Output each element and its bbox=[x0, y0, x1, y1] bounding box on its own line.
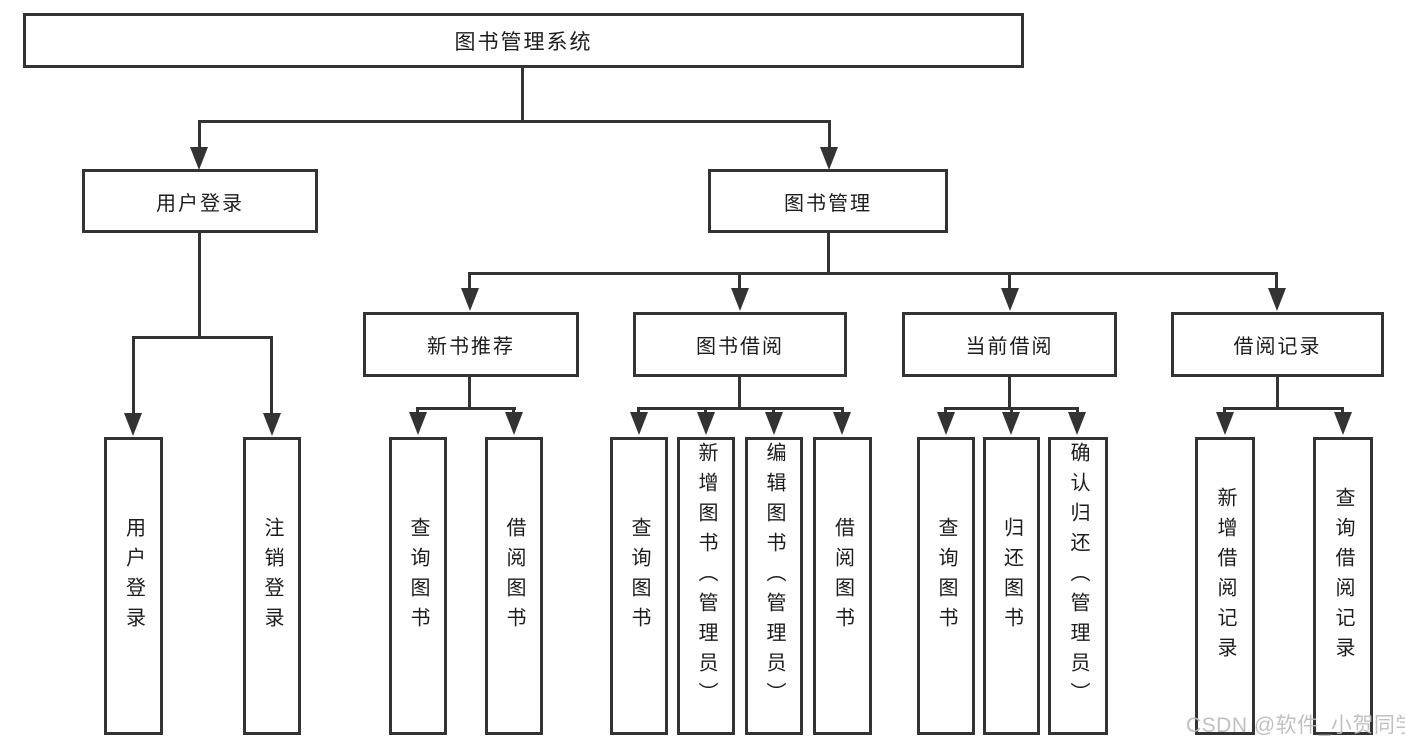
connector-stem-borrow-records bbox=[1275, 272, 1278, 290]
node-new-book-recommend: 新书推荐 bbox=[363, 312, 579, 377]
connector-stem-book-management bbox=[828, 120, 831, 150]
connector-book-borrow-rail bbox=[637, 407, 844, 410]
node-label: 当前借阅 bbox=[965, 336, 1054, 358]
connector-stem-leaf bbox=[841, 407, 844, 415]
arrowhead-down bbox=[765, 412, 783, 435]
arrowhead-down bbox=[263, 413, 281, 436]
csdn-watermark: CSDN @软件_小贺同学 bbox=[1186, 714, 1405, 737]
connector-level3-rail bbox=[468, 272, 1278, 275]
connector-book-borrow-stem bbox=[738, 377, 741, 407]
connector-stem-new-book bbox=[468, 272, 471, 290]
node-user-login: 用户登录 bbox=[82, 169, 318, 233]
leaf-query-books-current: 查询图书 bbox=[917, 437, 975, 735]
arrowhead-down bbox=[124, 413, 142, 436]
connector-borrow-records-rail bbox=[1223, 407, 1344, 410]
arrowhead-down bbox=[461, 288, 479, 311]
connector-user-login-rail bbox=[132, 336, 273, 339]
node-library-management-system: 图书管理系统 bbox=[23, 13, 1024, 68]
leaf-query-borrow-record: 查询借阅记录 bbox=[1313, 437, 1373, 735]
arrowhead-down bbox=[190, 147, 208, 170]
arrowhead-down bbox=[1216, 412, 1234, 435]
connector-stem-user-login bbox=[198, 120, 201, 150]
connector-stem-leaf bbox=[512, 407, 515, 415]
leaf-label: 新增图书（管理员） bbox=[695, 442, 717, 712]
arrowhead-down bbox=[1002, 412, 1020, 435]
arrowhead-down bbox=[820, 147, 838, 170]
connector-borrow-records-stem bbox=[1276, 377, 1279, 407]
arrowhead-down bbox=[833, 412, 851, 435]
node-label: 图书借阅 bbox=[696, 336, 784, 358]
arrowhead-down bbox=[630, 412, 648, 435]
leaf-user-login: 用户登录 bbox=[104, 437, 163, 735]
connector-stem-leaf bbox=[1076, 407, 1079, 415]
connector-stem-leaf bbox=[416, 407, 419, 415]
leaf-add-borrow-record: 新增借阅记录 bbox=[1195, 437, 1255, 735]
leaf-label: 查询图书 bbox=[628, 517, 650, 637]
leaf-label: 借阅图书 bbox=[831, 517, 854, 637]
leaf-label: 借阅图书 bbox=[503, 517, 525, 637]
connector-stem-current-borrow bbox=[1008, 272, 1011, 290]
leaf-label: 新增借阅记录 bbox=[1214, 487, 1236, 667]
node-label: 图书管理系统 bbox=[454, 30, 593, 54]
node-book-management: 图书管理 bbox=[708, 169, 948, 233]
leaf-edit-book-admin: 编辑图书（管理员） bbox=[745, 437, 803, 735]
arrowhead-down bbox=[409, 412, 427, 435]
connector-current-borrow-stem bbox=[1008, 377, 1011, 407]
connector-new-book-stem bbox=[468, 377, 471, 407]
arrowhead-down bbox=[697, 412, 715, 435]
node-label: 用户登录 bbox=[156, 192, 244, 215]
connector-level1-rail bbox=[198, 120, 831, 123]
arrowhead-down bbox=[1001, 288, 1019, 311]
node-label: 图书管理 bbox=[784, 192, 872, 215]
connector-root-stem bbox=[521, 68, 524, 120]
arrowhead-down bbox=[1268, 288, 1286, 311]
leaf-confirm-return-admin: 确认归还（管理员） bbox=[1048, 437, 1108, 735]
connector-stem-leaf bbox=[1010, 407, 1013, 415]
arrowhead-down bbox=[1334, 412, 1352, 435]
arrowhead-down bbox=[505, 412, 523, 435]
leaf-return-book: 归还图书 bbox=[983, 437, 1040, 735]
connector-stem-leaf bbox=[772, 407, 775, 415]
node-book-borrow: 图书借阅 bbox=[633, 312, 847, 377]
leaf-query-books-borrow: 查询图书 bbox=[610, 437, 668, 735]
leaf-label: 归还图书 bbox=[1000, 517, 1023, 637]
leaf-logout: 注销登录 bbox=[243, 437, 301, 735]
connector-stem-leaf bbox=[704, 407, 707, 415]
leaf-label: 查询借阅记录 bbox=[1332, 487, 1354, 667]
leaf-borrow-books: 借阅图书 bbox=[813, 437, 872, 735]
connector-stem-book-borrow bbox=[738, 272, 741, 290]
arrowhead-down bbox=[731, 288, 749, 311]
leaf-label: 查询图书 bbox=[407, 517, 429, 637]
leaf-label: 注销登录 bbox=[261, 517, 283, 637]
connector-new-book-rail bbox=[417, 407, 516, 410]
connector-stem-leaf bbox=[1223, 407, 1226, 415]
arrowhead-down bbox=[937, 412, 955, 435]
connector-book-management-stem bbox=[827, 233, 830, 272]
connector-stem-leaf bbox=[270, 336, 273, 415]
node-current-borrow: 当前借阅 bbox=[902, 312, 1117, 377]
leaf-label: 编辑图书（管理员） bbox=[763, 442, 785, 712]
node-borrow-records: 借阅记录 bbox=[1171, 312, 1384, 377]
leaf-label: 用户登录 bbox=[122, 517, 145, 637]
connector-user-login-stem bbox=[198, 233, 201, 336]
connector-stem-leaf bbox=[132, 336, 135, 415]
leaf-label: 确认归还（管理员） bbox=[1067, 442, 1089, 712]
connector-stem-leaf bbox=[637, 407, 640, 415]
node-label: 借阅记录 bbox=[1233, 336, 1322, 358]
leaf-label: 查询图书 bbox=[935, 517, 957, 637]
leaf-borrow-books-recommend: 借阅图书 bbox=[485, 437, 543, 735]
connector-stem-leaf bbox=[944, 407, 947, 415]
leaf-add-book-admin: 新增图书（管理员） bbox=[677, 437, 735, 735]
arrowhead-down bbox=[1068, 412, 1086, 435]
connector-stem-leaf bbox=[1341, 407, 1344, 415]
node-label: 新书推荐 bbox=[427, 336, 515, 358]
leaf-query-books-recommend: 查询图书 bbox=[389, 437, 447, 735]
